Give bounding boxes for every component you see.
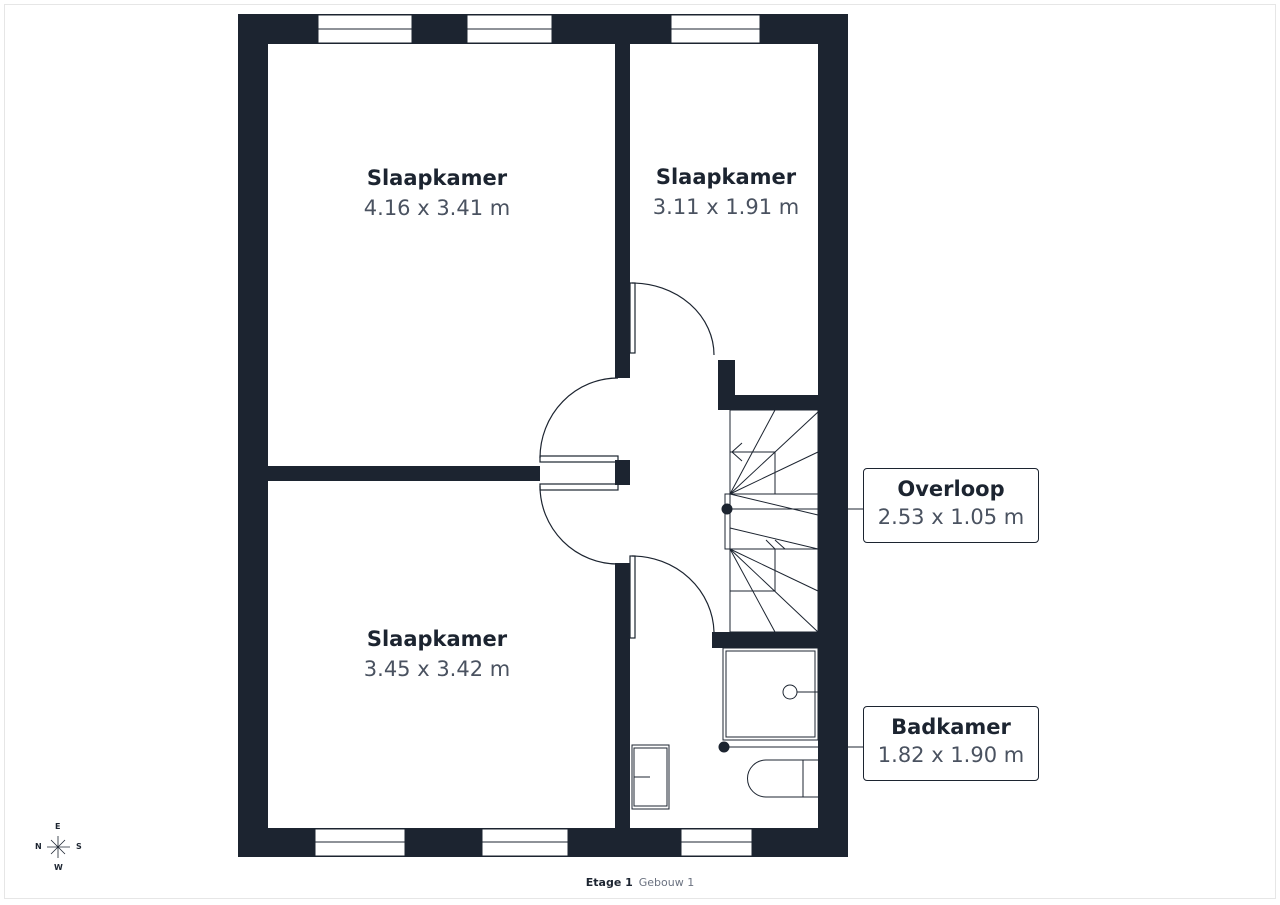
compass-west: W <box>54 863 63 872</box>
compass-north: N <box>35 842 42 851</box>
floor-caption: Etage 1 Gebouw 1 <box>0 876 1280 889</box>
room-dimensions: 3.45 x 3.42 m <box>363 657 511 681</box>
bathroom-fixtures <box>631 647 819 810</box>
page-frame <box>4 4 1276 899</box>
room-name: Overloop <box>897 477 1005 501</box>
room-label-landing: Overloop 2.53 x 1.05 m <box>863 468 1039 543</box>
compass-icon <box>47 836 70 858</box>
doors <box>539 282 715 639</box>
room-label-bedroom-1: Slaapkamer 4.16 x 3.41 m <box>364 166 510 220</box>
building-name: Gebouw 1 <box>638 876 695 889</box>
stairs <box>724 409 819 633</box>
compass-south: S <box>76 842 82 851</box>
windows <box>314 14 761 857</box>
room-name: Slaapkamer <box>655 165 797 189</box>
room-label-bedroom-2: Slaapkamer 3.11 x 1.91 m <box>653 165 799 219</box>
room-dimensions: 4.16 x 3.41 m <box>363 196 511 220</box>
room-label-bathroom: Badkamer 1.82 x 1.90 m <box>863 706 1039 781</box>
floor-name: Etage 1 <box>585 876 633 889</box>
room-dimensions: 2.53 x 1.05 m <box>877 505 1025 529</box>
room-name: Badkamer <box>891 715 1011 739</box>
room-dimensions: 1.82 x 1.90 m <box>877 743 1025 767</box>
compass-east: E <box>55 822 61 831</box>
label-pointers <box>718 503 863 753</box>
room-label-bedroom-3: Slaapkamer 3.45 x 3.42 m <box>364 627 510 681</box>
room-name: Slaapkamer <box>366 166 508 190</box>
room-dimensions: 3.11 x 1.91 m <box>652 195 800 219</box>
room-name: Slaapkamer <box>366 627 508 651</box>
